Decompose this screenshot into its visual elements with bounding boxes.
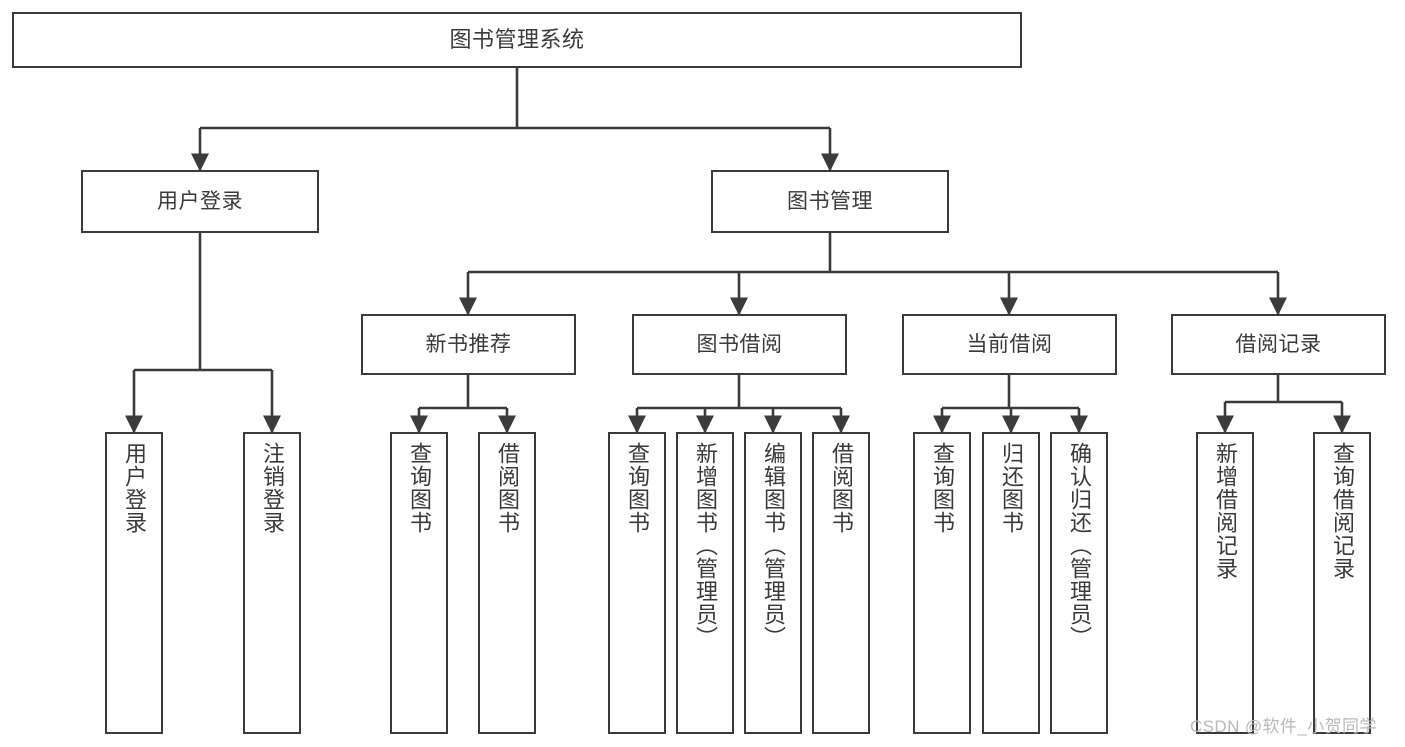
node-book-borrow[interactable]: 图书借阅 bbox=[632, 314, 847, 375]
node-new-book-recommend-label: 新书推荐 bbox=[425, 332, 512, 356]
node-borrow-record-label: 借阅记录 bbox=[1235, 332, 1322, 356]
node-root[interactable]: 图书管理系统 bbox=[12, 12, 1022, 68]
node-leaf-label: 用户登录 bbox=[121, 442, 147, 534]
node-leaf-label: 新增借阅记录 bbox=[1212, 442, 1238, 580]
node-user-login-label: 用户登录 bbox=[157, 189, 243, 213]
node-leaf-current-borrow-1[interactable]: 归还图书 bbox=[982, 432, 1040, 734]
node-leaf-label: 查询图书 bbox=[624, 442, 650, 534]
node-leaf-new-book-recommend-1[interactable]: 借阅图书 bbox=[478, 432, 536, 734]
node-leaf-book-borrow-0[interactable]: 查询图书 bbox=[608, 432, 666, 734]
node-leaf-label: 查询图书 bbox=[929, 442, 955, 534]
node-leaf-label: 借阅图书 bbox=[828, 442, 854, 534]
node-leaf-current-borrow-0[interactable]: 查询图书 bbox=[913, 432, 971, 734]
node-leaf-label: 确认归还（管理员） bbox=[1066, 442, 1092, 649]
node-new-book-recommend[interactable]: 新书推荐 bbox=[361, 314, 576, 375]
node-leaf-borrow-record-1[interactable]: 查询借阅记录 bbox=[1313, 432, 1371, 734]
node-root-label: 图书管理系统 bbox=[449, 26, 585, 52]
node-current-borrow-label: 当前借阅 bbox=[966, 332, 1053, 356]
node-user-login[interactable]: 用户登录 bbox=[81, 170, 319, 233]
node-leaf-label: 新增图书（管理员） bbox=[692, 442, 718, 649]
node-current-borrow[interactable]: 当前借阅 bbox=[902, 314, 1117, 375]
node-borrow-record[interactable]: 借阅记录 bbox=[1171, 314, 1386, 375]
node-leaf-user-login-1[interactable]: 注销登录 bbox=[243, 432, 301, 734]
node-leaf-label: 归还图书 bbox=[998, 442, 1024, 534]
node-leaf-book-borrow-2[interactable]: 编辑图书（管理员） bbox=[744, 432, 802, 734]
csdn-watermark: CSDN @软件_小贺同学 bbox=[1190, 717, 1377, 736]
node-book-management-label: 图书管理 bbox=[787, 189, 873, 213]
node-leaf-current-borrow-2[interactable]: 确认归还（管理员） bbox=[1050, 432, 1108, 734]
node-leaf-label: 注销登录 bbox=[259, 442, 285, 534]
node-leaf-borrow-record-0[interactable]: 新增借阅记录 bbox=[1196, 432, 1254, 734]
node-leaf-label: 编辑图书（管理员） bbox=[760, 442, 786, 649]
node-leaf-label: 借阅图书 bbox=[494, 442, 520, 534]
node-leaf-user-login-0[interactable]: 用户登录 bbox=[105, 432, 163, 734]
node-leaf-book-borrow-3[interactable]: 借阅图书 bbox=[812, 432, 870, 734]
node-book-management[interactable]: 图书管理 bbox=[711, 170, 949, 233]
node-leaf-label: 查询图书 bbox=[406, 442, 432, 534]
node-leaf-book-borrow-1[interactable]: 新增图书（管理员） bbox=[676, 432, 734, 734]
node-leaf-new-book-recommend-0[interactable]: 查询图书 bbox=[390, 432, 448, 734]
node-leaf-label: 查询借阅记录 bbox=[1329, 442, 1355, 580]
node-book-borrow-label: 图书借阅 bbox=[696, 332, 783, 356]
